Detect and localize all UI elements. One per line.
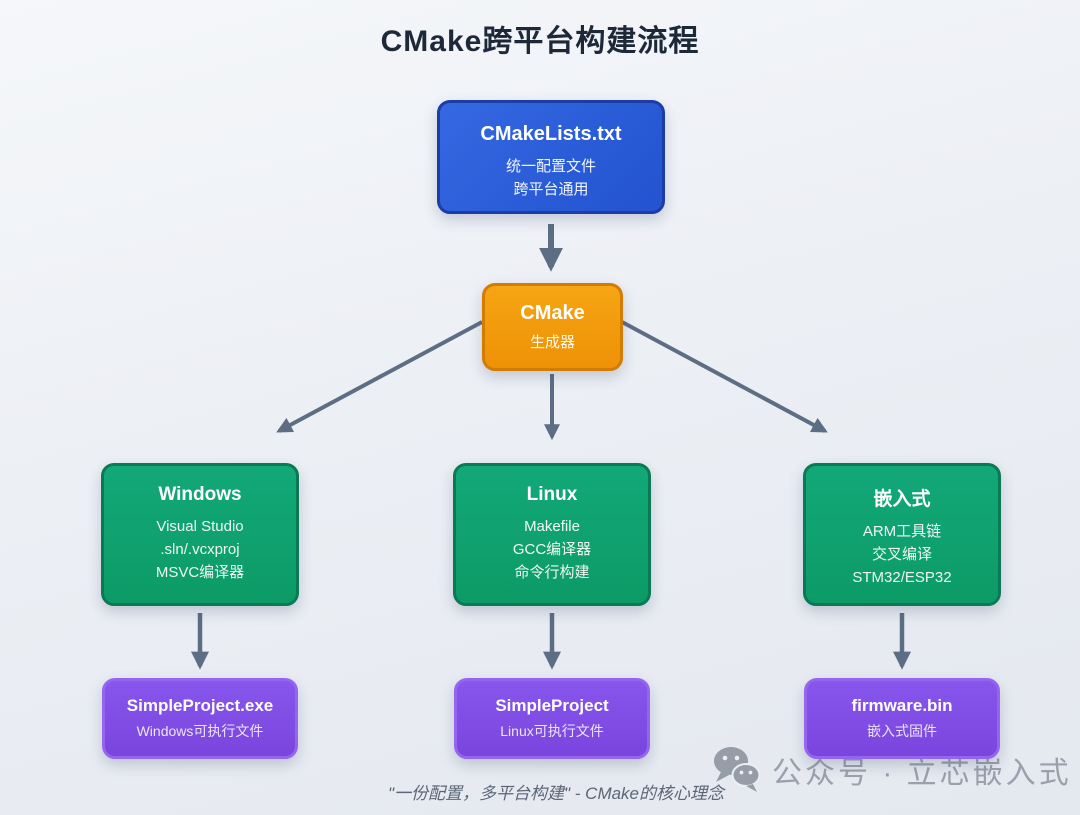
node-linux-title: Linux xyxy=(526,484,578,505)
watermark-text: 公众号 · 立芯嵌入式 xyxy=(772,757,1072,790)
node-windows: Windows Visual Studio .sln/.vcxproj MSVC… xyxy=(101,463,299,606)
node-embedded-line: STM32/ESP32 xyxy=(852,569,952,586)
node-embedded-line: ARM工具链 xyxy=(862,523,942,540)
node-embedded: 嵌入式 ARM工具链 交叉编译 STM32/ESP32 xyxy=(803,463,1001,606)
node-cmakelists: CMakeLists.txt 统一配置文件 跨平台通用 xyxy=(437,100,665,214)
caption: "一份配置，多平台构建" - CMake的核心理念 xyxy=(0,779,1080,804)
watermark: 公众号 · 立芯嵌入式 xyxy=(712,746,1072,794)
node-embedded-output-line: 嵌入式固件 xyxy=(867,723,937,739)
node-cmakelists-line: 跨平台通用 xyxy=(513,181,589,198)
node-embedded-output-title: firmware.bin xyxy=(851,696,953,715)
wechat-icon xyxy=(714,747,761,792)
node-linux-line: GCC编译器 xyxy=(512,541,592,558)
node-linux: Linux Makefile GCC编译器 命令行构建 xyxy=(453,463,651,606)
caption-text: "一份配置，多平台构建" - CMake的核心理念 xyxy=(387,784,725,803)
arrow-cmake-to-windows xyxy=(276,320,483,433)
node-linux-output-line: Linux可执行文件 xyxy=(500,723,604,739)
node-windows-output: SimpleProject.exe Windows可执行文件 xyxy=(102,678,298,759)
node-windows-output-title: SimpleProject.exe xyxy=(126,696,274,715)
page-title: CMake跨平台构建流程 xyxy=(380,25,700,58)
node-linux-output-title: SimpleProject xyxy=(495,696,609,715)
node-embedded-line: 交叉编译 xyxy=(871,546,932,563)
node-windows-line: MSVC编译器 xyxy=(155,564,245,581)
node-windows-line: .sln/.vcxproj xyxy=(160,541,240,558)
node-windows-line: Visual Studio xyxy=(156,518,244,535)
node-cmake-line: 生成器 xyxy=(529,334,575,351)
node-linux-line: Makefile xyxy=(524,518,580,535)
node-windows-output-line: Windows可执行文件 xyxy=(136,723,264,739)
node-linux-line: 命令行构建 xyxy=(514,564,590,581)
node-cmakelists-line: 统一配置文件 xyxy=(505,158,596,175)
node-cmakelists-title: CMakeLists.txt xyxy=(480,123,622,145)
node-cmake: CMake 生成器 xyxy=(482,283,623,371)
arrow-cmake-to-embedded xyxy=(621,320,828,433)
node-cmake-title: CMake xyxy=(520,302,585,324)
node-embedded-output: firmware.bin 嵌入式固件 xyxy=(804,678,1000,759)
node-embedded-title: 嵌入式 xyxy=(873,489,931,510)
node-linux-output: SimpleProject Linux可执行文件 xyxy=(454,678,650,759)
node-windows-title: Windows xyxy=(158,484,242,505)
